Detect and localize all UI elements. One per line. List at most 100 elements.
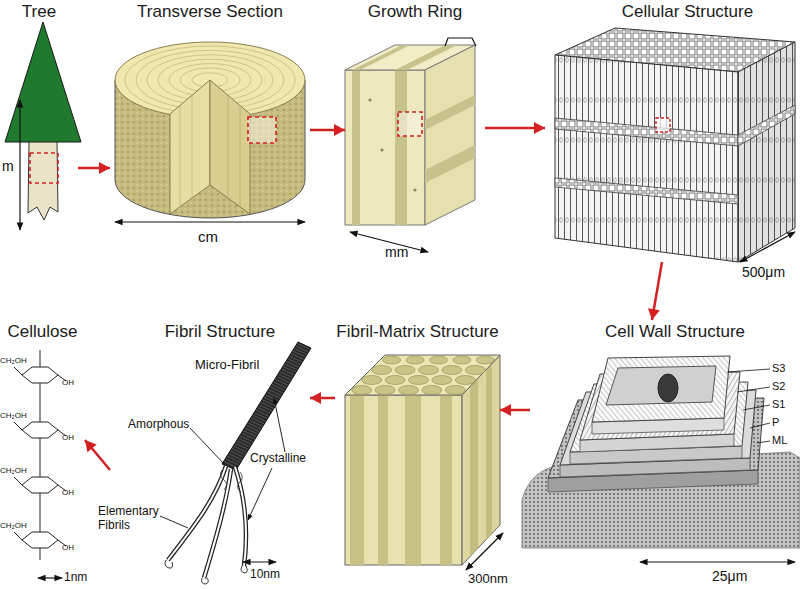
panel-title: Cellular Structure — [575, 0, 800, 22]
panel-title: Tree — [0, 0, 78, 22]
growth-ring-block-part — [445, 38, 476, 46]
arrow-shaft — [310, 397, 335, 400]
cellular-block-part — [555, 55, 738, 262]
fibril-matrix-block-part-part — [445, 386, 465, 395]
arrow-head — [310, 392, 321, 404]
growth-ring-block-part — [380, 148, 383, 151]
arrow-shaft — [500, 409, 530, 412]
log-section-drawing-part — [115, 221, 305, 222]
growth-ring-block-part — [352, 70, 360, 225]
fibril-drawing — [160, 342, 311, 584]
fibril-drawing-part — [160, 516, 188, 528]
panel-box: Growth Ring — [345, 0, 485, 245]
fibril-matrix-block-part — [440, 395, 452, 565]
zoom-arrow — [310, 124, 345, 136]
arrow-head — [534, 122, 545, 134]
annotation-label: mm — [385, 244, 408, 260]
growth-ring-block — [345, 38, 476, 252]
fibril-drawing-part — [243, 561, 276, 562]
fibril-matrix-block-part-part — [465, 366, 485, 375]
growth-ring-block-part — [395, 70, 407, 225]
panel-box: Fibril-Matrix Structure — [335, 320, 500, 589]
fibril-drawing-part — [165, 560, 173, 568]
fibril-matrix-block-part-part — [432, 376, 452, 385]
cellulose-chain-part — [22, 477, 58, 493]
annotation-label: Amorphous — [128, 418, 189, 432]
growth-ring-block-part — [425, 145, 475, 183]
cellulose-chain-part — [14, 532, 22, 540]
annotation-label: S3 — [772, 362, 785, 375]
fibril-matrix-block-part-part — [395, 366, 415, 375]
zoom-arrow — [310, 392, 335, 404]
fibril-matrix-block-part-part — [375, 386, 395, 395]
cell-wall-drawing-part — [592, 356, 730, 422]
fibril-matrix-block-part-part — [419, 366, 439, 375]
annotation-label: 500μm — [742, 264, 785, 280]
zoom-arrow — [648, 262, 662, 320]
fibril-drawing-part — [168, 466, 226, 560]
growth-ring-block-part — [345, 70, 425, 225]
log-section-drawing-part — [228, 96, 229, 198]
chemical-group: CH₂OH — [0, 466, 27, 475]
fibril-matrix-block-part-part — [406, 356, 424, 364]
log-section-drawing-part — [248, 117, 276, 143]
annotation-label: 1nm — [64, 571, 87, 585]
cell-wall-drawing-part — [757, 441, 770, 443]
cell-wall-drawing-part — [737, 387, 770, 392]
annotation-label: m — [2, 158, 14, 174]
tree-drawing-part — [28, 140, 58, 220]
cellulose-chain-part — [40, 493, 41, 532]
log-section-drawing-part — [210, 80, 250, 214]
chemical-group: CH₂OH — [0, 356, 27, 365]
annotation-label: S1 — [772, 398, 785, 411]
fibril-matrix-block — [345, 355, 503, 570]
fibril-matrix-block-part — [345, 395, 462, 565]
arrow-shaft — [485, 127, 545, 130]
cell-wall-drawing-part — [606, 366, 716, 405]
tree-drawing-part — [19, 100, 20, 230]
log-section-drawing-part — [180, 106, 181, 207]
cellulose-chain-part — [14, 367, 22, 375]
tree-drawing-part — [5, 22, 81, 142]
fibril-matrix-block-part-part — [409, 376, 429, 385]
fibril-matrix-block-part-part — [453, 356, 471, 364]
arrow-head — [99, 162, 110, 174]
panel-title: Fibril Structure — [130, 320, 310, 342]
fibril-drawing-part — [248, 468, 272, 520]
panel-title: Growth Ring — [345, 0, 485, 22]
log-section-drawing-part — [170, 80, 210, 214]
zoom-arrow — [485, 122, 545, 134]
panel-box: Transverse Section — [110, 0, 310, 245]
cellulose-chain-part — [40, 438, 41, 477]
annotation-label: P — [772, 416, 779, 429]
cellular-block-part — [656, 118, 670, 132]
arrow-head — [85, 440, 97, 452]
chemical-group: OH — [62, 488, 74, 497]
annotation-label: 300nm — [468, 572, 508, 587]
arrow-head — [334, 124, 345, 136]
zoom-arrow — [85, 440, 110, 470]
fibril-matrix-block-part-part — [385, 376, 405, 385]
panel-title: Fibril-Matrix Structure — [335, 320, 500, 342]
fibril-matrix-block-part — [345, 355, 500, 395]
fibril-drawing-part — [168, 466, 226, 560]
cell-wall-drawing — [522, 356, 800, 562]
tree-drawing — [5, 22, 81, 230]
cellulose-chain-part — [40, 350, 41, 367]
cellular-block-part — [738, 105, 795, 146]
arrow-head — [500, 404, 511, 416]
fibril-matrix-block-part-part — [430, 356, 448, 364]
panel-box: Cell Wall Structure — [530, 320, 800, 589]
cellular-block-part — [740, 232, 795, 262]
cellulose-chain-part — [14, 477, 22, 485]
annotation-label: Micro-Fibril — [195, 358, 259, 373]
panel-title: Transverse Section — [110, 0, 310, 22]
log-section-drawing-part — [240, 106, 241, 207]
panel-title: Cell Wall Structure — [550, 320, 800, 342]
cellular-block — [555, 28, 795, 262]
fibril-drawing-part — [204, 469, 231, 578]
cell-wall-drawing-part — [658, 374, 678, 402]
fibril-matrix-block-part-part — [422, 386, 442, 395]
fibril-drawing-part — [241, 566, 247, 573]
